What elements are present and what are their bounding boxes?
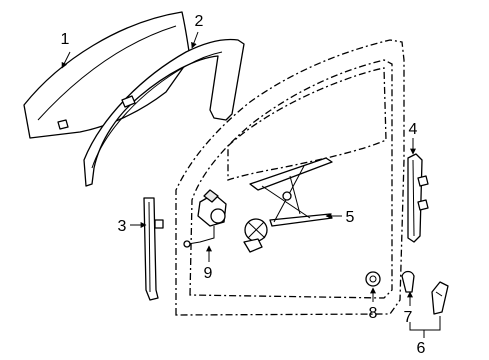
callout-5: 5 — [346, 209, 355, 226]
front-lower-channel — [407, 153, 429, 243]
window-regulator — [243, 157, 333, 253]
callout-8: 8 — [369, 305, 378, 322]
leader-lines — [61, 31, 441, 338]
regulator-motor — [183, 189, 227, 248]
rear-lower-channel — [143, 197, 164, 301]
leader-6-bracket — [409, 316, 441, 331]
leader-2 — [191, 31, 199, 49]
callout-4: 4 — [409, 121, 418, 138]
door-frame-outline — [175, 39, 405, 316]
callout-3: 3 — [118, 218, 127, 235]
callout-9: 9 — [204, 265, 213, 282]
clip-large — [431, 281, 449, 315]
callout-7: 7 — [404, 309, 413, 326]
leader-1 — [61, 51, 71, 69]
grommet — [365, 271, 381, 287]
callout-6: 6 — [417, 340, 426, 357]
callout-2: 2 — [195, 13, 204, 30]
callout-labels: 1 2 3 4 5 6 7 8 9 — [61, 13, 426, 357]
callout-1: 1 — [61, 31, 70, 48]
glass-run-channel — [83, 38, 245, 187]
clip-small — [401, 270, 415, 293]
